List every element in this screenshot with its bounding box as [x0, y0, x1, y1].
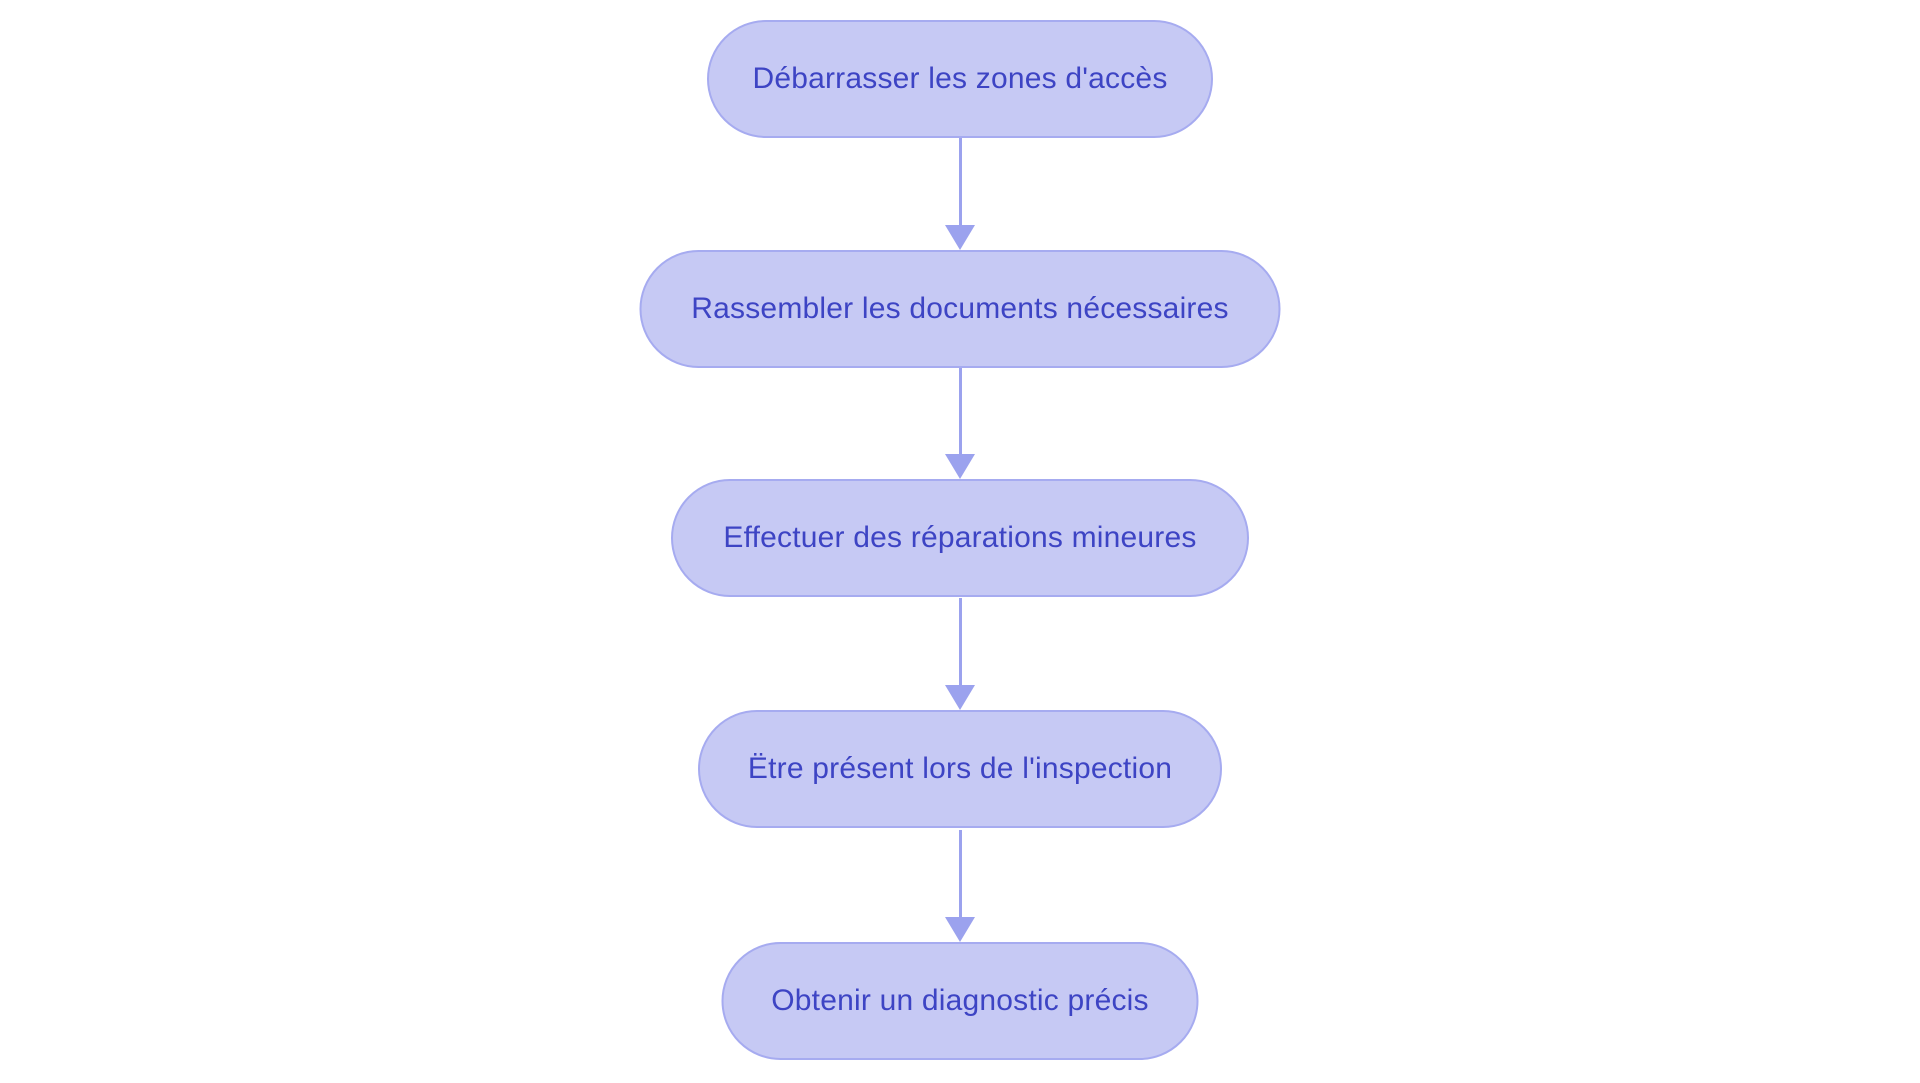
flow-node-minor-repairs: Effectuer des réparations mineures	[671, 479, 1249, 597]
flow-node-gather-documents: Rassembler les documents nécessaires	[639, 250, 1281, 368]
flow-arrow-4-to-5	[945, 830, 975, 942]
arrow-shaft	[958, 598, 962, 685]
flow-node-clear-access-zones: Débarrasser les zones d'accès	[707, 20, 1213, 138]
flow-node-label: Effectuer des réparations mineures	[723, 521, 1197, 554]
arrow-head-icon	[945, 225, 975, 250]
arrow-head-icon	[945, 454, 975, 479]
flow-arrow-1-to-2	[945, 138, 975, 250]
flow-node-label: Rassembler les documents nécessaires	[691, 292, 1229, 325]
flow-node-label: Ëtre présent lors de l'inspection	[747, 752, 1173, 785]
flow-node-label: Débarrasser les zones d'accès	[752, 62, 1168, 95]
flow-node-label: Obtenir un diagnostic précis	[771, 984, 1149, 1017]
arrow-shaft	[958, 138, 962, 225]
flow-arrow-2-to-3	[945, 368, 975, 479]
flow-node-get-accurate-diagnosis: Obtenir un diagnostic précis	[721, 942, 1199, 1060]
flow-arrow-3-to-4	[945, 598, 975, 710]
arrow-shaft	[958, 830, 962, 917]
flow-node-be-present-inspection: Ëtre présent lors de l'inspection	[698, 710, 1222, 828]
arrow-head-icon	[945, 917, 975, 942]
arrow-shaft	[958, 368, 962, 454]
arrow-head-icon	[945, 685, 975, 710]
